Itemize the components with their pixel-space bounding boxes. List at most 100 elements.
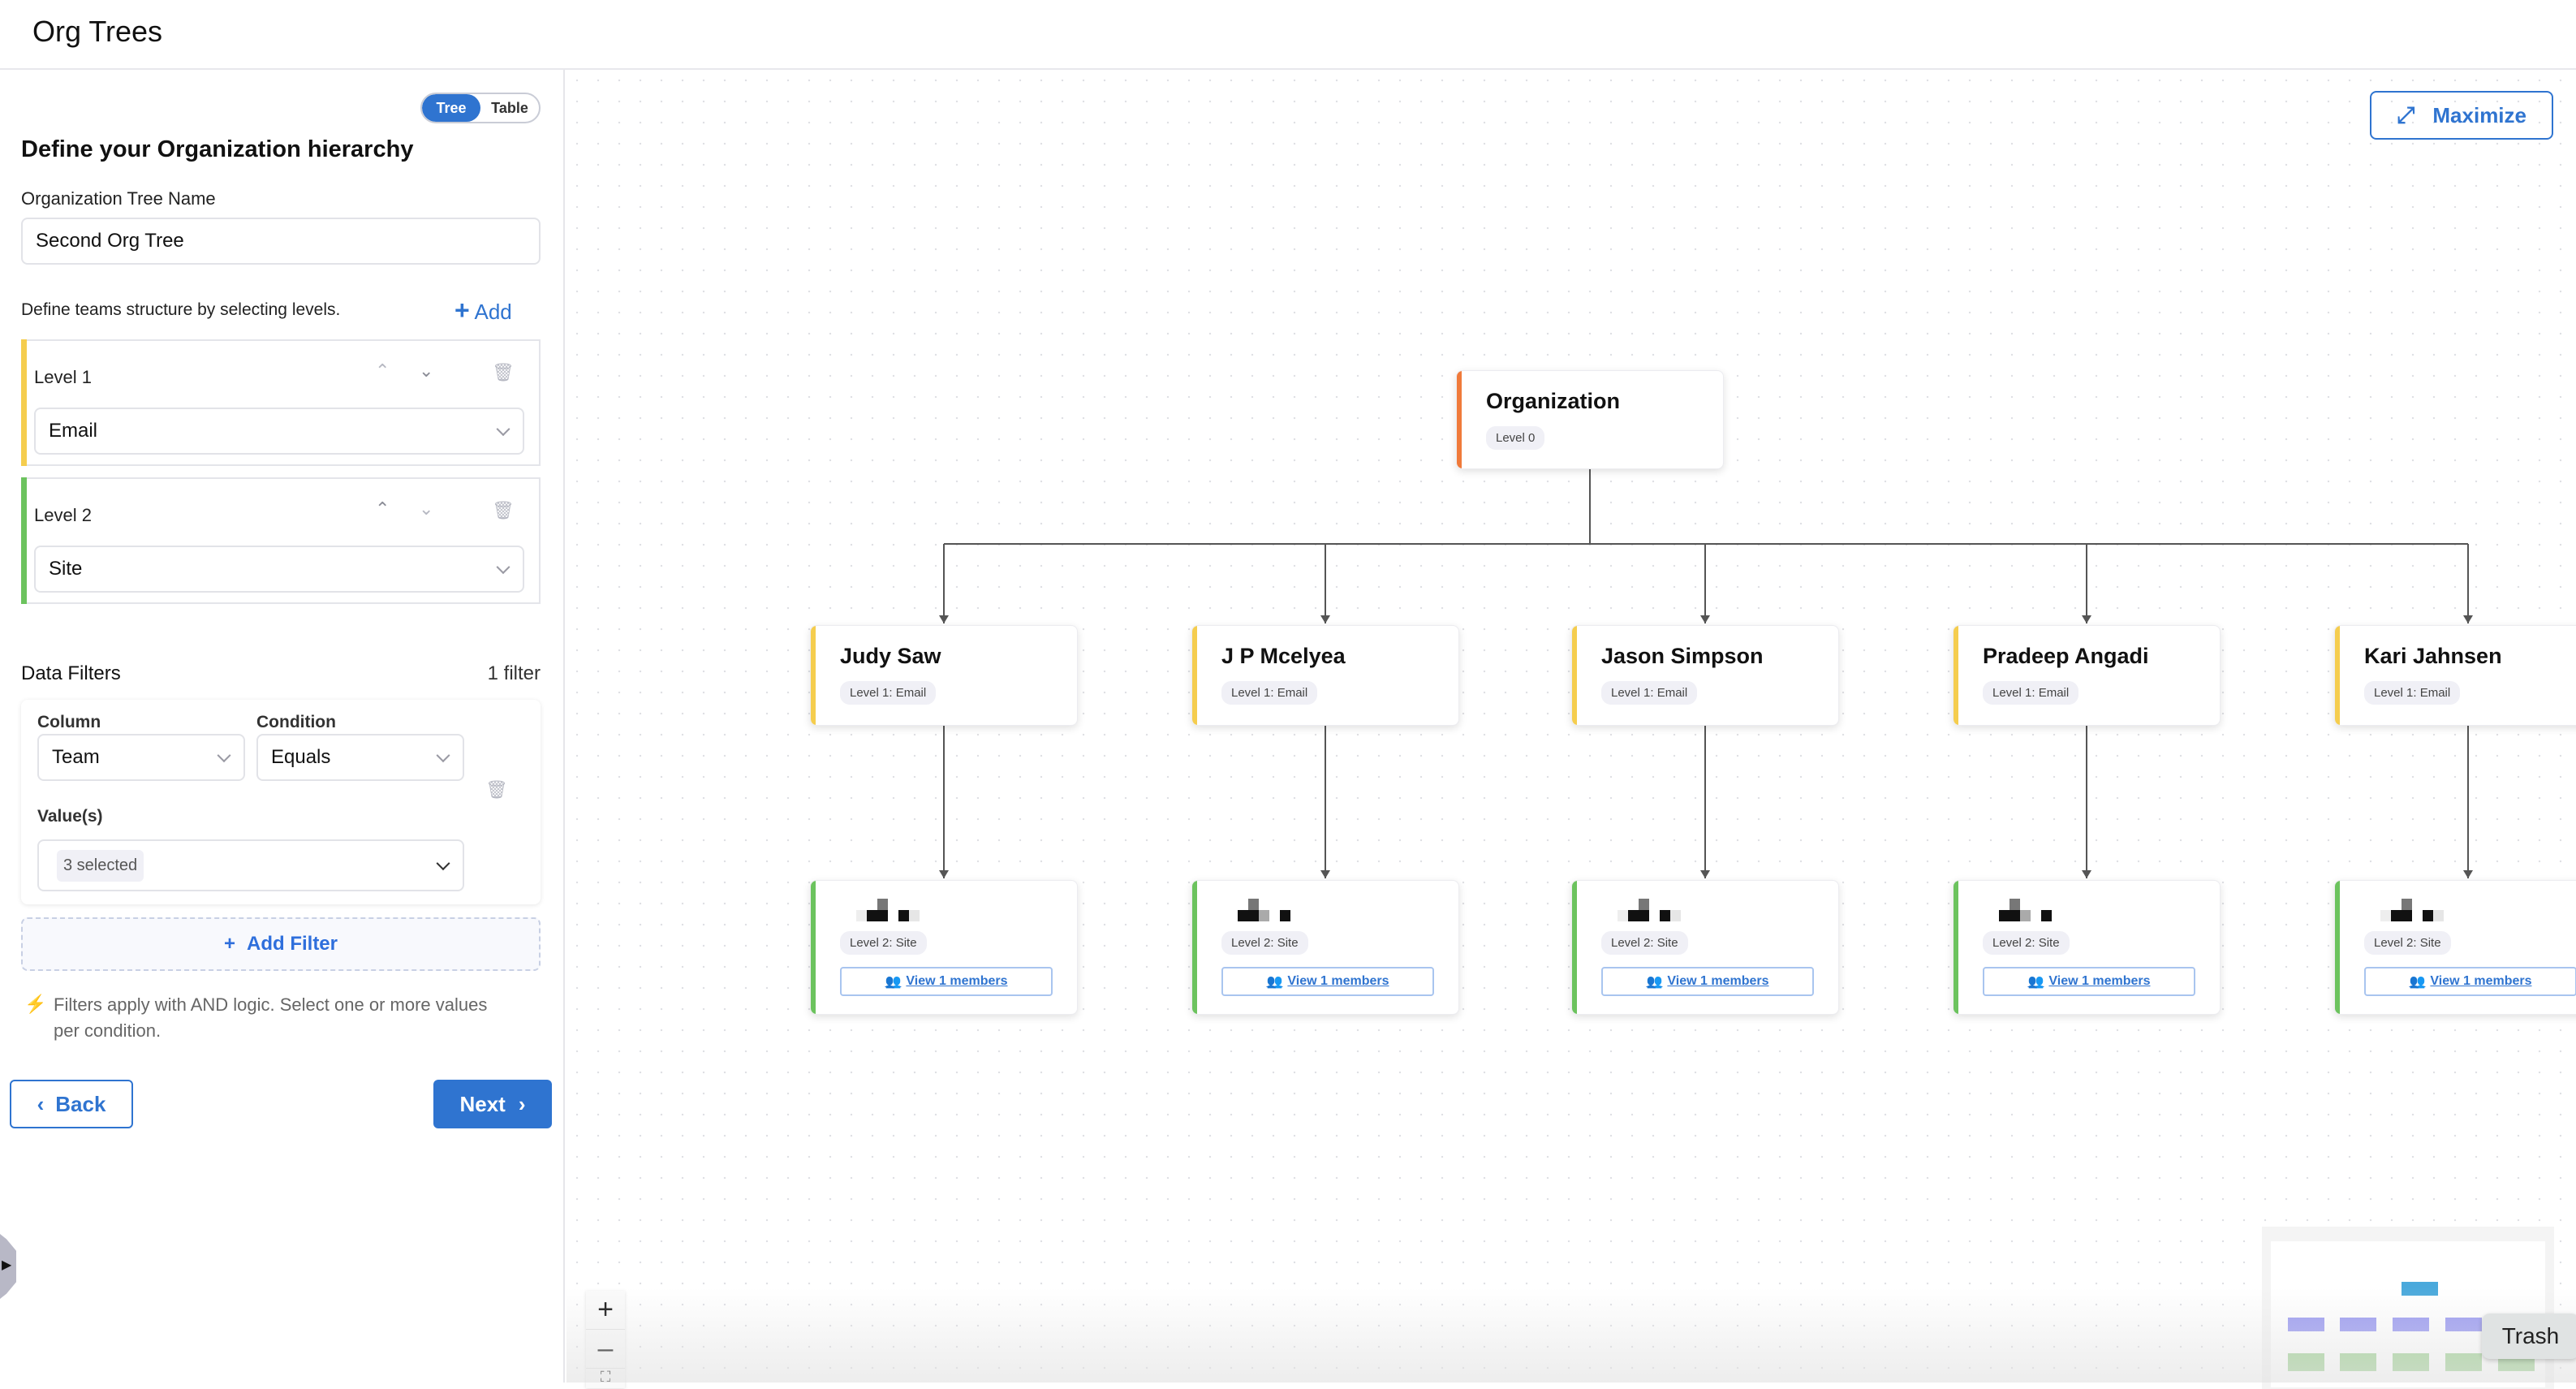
view-members-button[interactable]: 👥 View 1 members — [1221, 967, 1434, 996]
node-name: Kari Jahnsen — [2364, 644, 2502, 668]
level-color-bar — [21, 339, 27, 466]
toggle-table[interactable]: Table — [491, 99, 528, 116]
members-icon: 👥 — [2027, 975, 2044, 989]
page-title: Org Trees — [32, 15, 163, 48]
arrow-head — [1320, 615, 1330, 623]
plus-icon: + — [454, 295, 470, 325]
minimap-level1 — [2393, 1318, 2429, 1331]
node-level-badge: Level 2: Site — [2364, 931, 2451, 955]
minimap-level2 — [2340, 1353, 2376, 1371]
move-down-icon[interactable]: ⌄ — [419, 498, 434, 519]
node-level-badge: Level 1: Email — [1601, 681, 1698, 705]
arrow-head — [1700, 615, 1710, 623]
view-toggle[interactable]: Tree Table — [420, 93, 541, 123]
column-label: Column — [37, 713, 101, 731]
filters-hint: Filters apply with AND logic. Select one… — [54, 994, 488, 1041]
chevron-left-icon: ‹ — [37, 1091, 45, 1116]
level-select[interactable]: Email — [34, 408, 524, 455]
node-color-bar — [1457, 371, 1462, 468]
arrow-head — [2082, 870, 2091, 878]
view-members-button[interactable]: 👥 View 1 members — [2364, 967, 2576, 996]
add-level-button[interactable]: + Add — [454, 295, 512, 326]
filter-card: Column Condition Team Equals 🗑 Value(s) … — [21, 700, 541, 904]
level2-node[interactable]: Level 2: Site 👥 View 1 members — [2334, 880, 2576, 1015]
zoom-in-button[interactable]: + — [586, 1291, 625, 1330]
chevron-down-icon — [496, 422, 510, 437]
level-label: Level 1 — [34, 367, 92, 387]
view-members-button[interactable]: 👥View 1 members — [1983, 967, 2195, 996]
level2-node[interactable]: Level 2: Site 👥View 1 members — [1571, 880, 1839, 1015]
trash-icon[interactable]: 🗑 — [492, 500, 515, 520]
node-level-badge: Level 0 — [1486, 426, 1545, 450]
zoom-controls: + – ⛶ — [586, 1291, 625, 1388]
next-button[interactable]: Next› — [433, 1080, 552, 1128]
view-members-label: View 1 members — [2430, 974, 2532, 988]
maximize-label: Maximize — [2432, 102, 2526, 127]
next-label: Next — [459, 1091, 506, 1116]
column-value: Team — [52, 746, 100, 768]
levels-hint: Define teams structure by selecting leve… — [21, 300, 341, 319]
node-name: Jason Simpson — [1601, 644, 1764, 668]
back-button[interactable]: ‹ Back — [10, 1080, 133, 1128]
level-select[interactable]: Site — [34, 546, 524, 593]
node-level-badge: Level 2: Site — [1601, 931, 1688, 955]
node-level-badge: Level 1: Email — [840, 681, 937, 705]
delete-filter-icon[interactable]: 🗑 — [485, 779, 508, 800]
trash-icon[interactable]: 🗑 — [492, 362, 515, 382]
section-heading: Define your Organization hierarchy — [21, 136, 414, 162]
view-members-button[interactable]: 👥View 1 members — [1601, 967, 1814, 996]
minimap[interactable] — [2262, 1227, 2554, 1389]
app-header: Org Trees — [0, 0, 2576, 70]
play-icon: ▶ — [2, 1258, 12, 1272]
node-level-badge: Level 2: Site — [1983, 931, 2070, 955]
back-label: Back — [55, 1091, 106, 1116]
view-members-button[interactable]: 👥View 1 members — [840, 967, 1053, 996]
collapse-handle[interactable]: ▶ — [0, 1227, 16, 1305]
plus-icon: + — [223, 933, 235, 955]
level2-node[interactable]: Level 2: Site👥View 1 members — [1191, 880, 1459, 1015]
add-filter-label: Add Filter — [247, 933, 338, 955]
minimap-level2 — [2445, 1353, 2482, 1371]
maximize-button[interactable]: ⤢ Maximize — [2370, 91, 2553, 140]
fit-view-button[interactable]: ⛶ — [600, 1369, 611, 1385]
level-color-bar — [21, 477, 27, 604]
members-icon: 👥 — [2409, 975, 2426, 989]
expand-icon: ⤢ — [2396, 101, 2415, 127]
values-select[interactable]: 3 selected — [37, 839, 464, 891]
move-up-icon[interactable]: ⌃ — [375, 498, 390, 519]
level2-node[interactable]: Level 2: Site 👥View 1 members — [810, 880, 1078, 1015]
zoom-out-button[interactable]: – — [586, 1330, 625, 1369]
level2-node[interactable]: Level 2: Site 👥View 1 members — [1953, 880, 2221, 1015]
minimap-level2 — [2288, 1353, 2324, 1371]
view-members-label: View 1 members — [1287, 974, 1389, 988]
node-color-bar — [1954, 626, 1958, 725]
add-filter-button[interactable]: + Add Filter — [21, 917, 541, 971]
condition-select[interactable]: Equals — [256, 734, 464, 781]
tree-name-input[interactable]: Second Org Tree — [21, 218, 541, 265]
arrow-head — [939, 870, 949, 878]
node-color-bar — [1192, 881, 1197, 1014]
filters-count: 1 filter — [487, 662, 541, 684]
edges-layer — [939, 469, 2473, 878]
redacted-name — [1999, 899, 2096, 921]
values-label: Value(s) — [37, 807, 103, 826]
node-level-badge: Level 2: Site — [840, 931, 927, 955]
lightning-icon: ⚡ — [24, 994, 47, 1014]
move-up-icon[interactable]: ⌃ — [375, 360, 390, 381]
move-down-icon[interactable]: ⌄ — [419, 360, 434, 381]
node-color-bar — [2335, 626, 2340, 725]
column-select[interactable]: Team — [37, 734, 245, 781]
toggle-tree[interactable]: Tree — [422, 94, 480, 122]
arrow-head — [2463, 615, 2473, 623]
members-icon: 👥 — [1266, 975, 1283, 989]
node-level-badge: Level 1: Email — [1221, 681, 1318, 705]
arrow-head — [2463, 870, 2473, 878]
level-select-value: Site — [49, 558, 83, 580]
